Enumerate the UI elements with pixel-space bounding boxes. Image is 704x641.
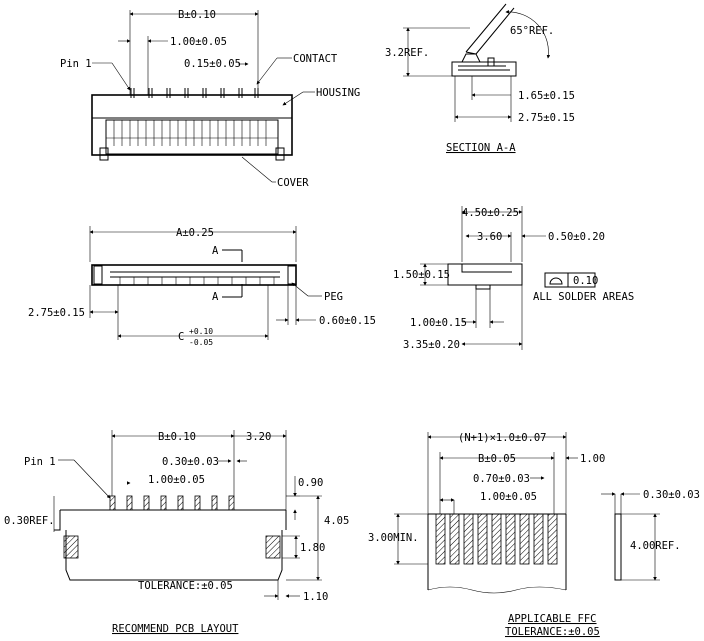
- dim-c: C: [178, 331, 184, 343]
- pin1-pcb-label: Pin 1: [24, 456, 56, 468]
- dim-100-side: 1.00±0.15: [410, 317, 467, 329]
- dim-275s: 2.75±0.15: [518, 112, 575, 124]
- ffc-title: APPLICABLE FFC: [508, 613, 597, 625]
- dim-165: 1.65±0.15: [518, 90, 575, 102]
- top-view: B±0.10 1.00±0.05 0.15±0.05 Pin 1 CONTACT…: [60, 9, 360, 189]
- pcb-tolerance: TOLERANCE:±0.05: [138, 580, 233, 592]
- dim-030-side: 0.30±0.03: [643, 489, 700, 501]
- dim-335: 3.35±0.20: [403, 339, 460, 351]
- section-mark-top: A: [212, 245, 219, 257]
- dim-030-pcb: 0.30±0.03: [162, 456, 219, 468]
- dim-a: A±0.25: [176, 227, 214, 239]
- section-mark-bot: A: [212, 291, 219, 303]
- pin1-label: Pin 1: [60, 58, 92, 70]
- solder-note: ALL SOLDER AREAS: [533, 291, 634, 303]
- dim-c-plus: +0.10: [189, 327, 213, 336]
- dim-n1: (N+1)×1.0±0.07: [458, 432, 547, 444]
- flatness-value: 0.10: [573, 275, 598, 287]
- dim-015: 0.15±0.05: [184, 58, 241, 70]
- dim-100-005-ffc: 1.00±0.05: [480, 491, 537, 503]
- dim-360: 3.60: [477, 231, 502, 243]
- dim-pitch: 1.00±0.05: [170, 36, 227, 48]
- dim-110: 1.10: [303, 591, 328, 603]
- pcb-title: RECOMMEND PCB LAYOUT: [112, 623, 239, 635]
- contact-label: CONTACT: [293, 53, 338, 65]
- dim-060: 0.60±0.15: [319, 315, 376, 327]
- dim-090: 0.90: [298, 477, 323, 489]
- dim-030ref: 0.30REF.: [4, 515, 55, 527]
- dim-050: 0.50±0.20: [548, 231, 605, 243]
- dim-100-pcb: 1.00±0.05: [148, 474, 205, 486]
- cover-label: COVER: [277, 177, 309, 189]
- dim-180: 1.80: [300, 542, 325, 554]
- dim-32ref: 3.2REF.: [385, 47, 429, 59]
- applicable-ffc: (N+1)×1.0±0.07 B±0.05 1.00 0.70±0.03 1.0…: [368, 432, 700, 638]
- dim-100-ffc: 1.00: [580, 453, 605, 465]
- section-aa: 3.2REF. 65°REF. 1.65±0.15 2.75±0.15 SECT…: [385, 3, 575, 154]
- housing-label: HOUSING: [316, 87, 360, 99]
- dim-400ref: 4.00REF.: [630, 540, 681, 552]
- front-view: A±0.25 A A PEG 2.75±0.15: [28, 226, 376, 347]
- peg-label: PEG: [324, 291, 343, 303]
- angle-label: 65°REF.: [510, 25, 554, 37]
- dim-150: 1.50±0.15: [393, 269, 450, 281]
- section-title: SECTION A-A: [446, 142, 516, 154]
- dim-320: 3.20: [246, 431, 271, 443]
- side-view: 4.50±0.25 3.60 0.50±0.20 1.50±0.15 0.10 …: [393, 206, 634, 351]
- dim-b-ffc: B±0.05: [478, 453, 516, 465]
- dim-275-front: 2.75±0.15: [28, 307, 85, 319]
- dim-c-minus: -0.05: [189, 338, 213, 347]
- dim-b-pcb: B±0.10: [158, 431, 196, 443]
- pcb-layout: B±0.10 3.20 0.30±0.03 1.00±0.05 Pin 1 0.…: [4, 430, 349, 635]
- dim-450: 4.50±0.25: [462, 207, 519, 219]
- dim-b: B±0.10: [178, 9, 216, 21]
- dim-300min: 3.00MIN.: [368, 532, 419, 544]
- dim-070: 0.70±0.03: [473, 473, 530, 485]
- ffc-tolerance: TOLERANCE:±0.05: [505, 626, 600, 638]
- dim-405: 4.05: [324, 515, 349, 527]
